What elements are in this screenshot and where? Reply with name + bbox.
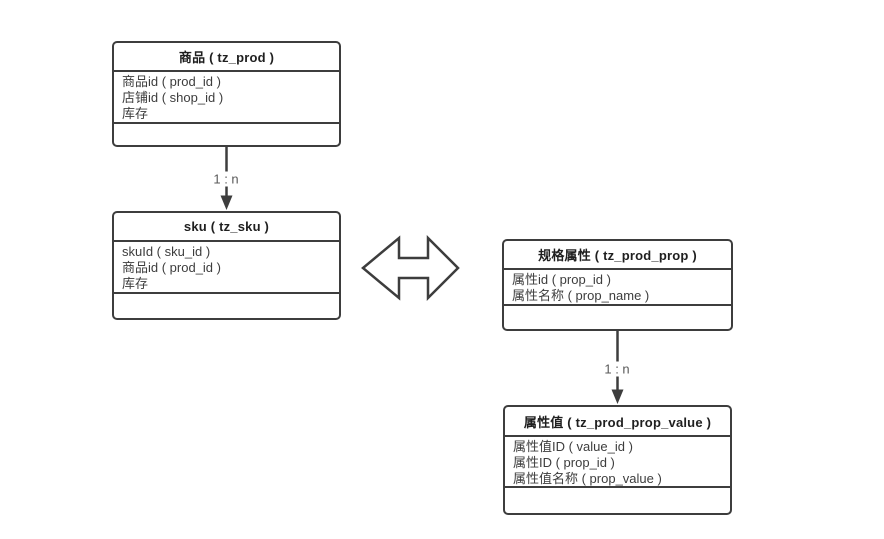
field-prod-id: 商品id ( prod_id ) bbox=[122, 260, 221, 275]
entity-prop-value-title: 属性值 ( tz_prod_prop_value ) bbox=[505, 407, 730, 437]
entity-prod-footer bbox=[114, 124, 339, 145]
field-value-id: 属性值ID ( value_id ) bbox=[513, 439, 633, 454]
entity-prop-value: 属性值 ( tz_prod_prop_value ) 属性值ID ( value… bbox=[503, 405, 732, 515]
field-prod-id: 商品id ( prod_id ) bbox=[122, 74, 221, 89]
arrowhead-down-icon bbox=[220, 195, 233, 210]
entity-prod-prop-fields: 属性id ( prop_id ) 属性名称 ( prop_name ) bbox=[504, 270, 731, 306]
entity-prod-prop: 规格属性 ( tz_prod_prop ) 属性id ( prop_id ) 属… bbox=[502, 239, 733, 331]
entity-prod-fields: 商品id ( prod_id ) 店铺id ( shop_id ) 库存 bbox=[114, 72, 339, 124]
entity-sku-title: sku ( tz_sku ) bbox=[114, 213, 339, 242]
entity-prod-prop-title: 规格属性 ( tz_prod_prop ) bbox=[504, 241, 731, 270]
field-prop-name: 属性名称 ( prop_name ) bbox=[512, 288, 650, 303]
entity-sku-footer bbox=[114, 294, 339, 318]
field-prop-id: 属性id ( prop_id ) bbox=[512, 272, 611, 287]
entity-prod-prop-footer bbox=[504, 306, 731, 329]
double-arrow-icon bbox=[361, 234, 460, 302]
entity-sku-fields: skuId ( sku_id ) 商品id ( prod_id ) 库存 bbox=[114, 242, 339, 294]
entity-prod-title: 商品 ( tz_prod ) bbox=[114, 43, 339, 72]
entity-prod: 商品 ( tz_prod ) 商品id ( prod_id ) 店铺id ( s… bbox=[112, 41, 341, 147]
edge-label-prod-sku: 1 : n bbox=[210, 171, 242, 187]
field-sku-id: skuId ( sku_id ) bbox=[122, 244, 211, 259]
field-prop-id: 属性ID ( prop_id ) bbox=[513, 455, 615, 470]
entity-sku: sku ( tz_sku ) skuId ( sku_id ) 商品id ( p… bbox=[112, 211, 341, 320]
field-stock: 库存 bbox=[122, 276, 149, 291]
entity-prop-value-footer bbox=[505, 488, 730, 513]
field-shop-id: 店铺id ( shop_id ) bbox=[122, 90, 224, 105]
field-stock: 库存 bbox=[122, 106, 149, 121]
edge-label-prodprop-propvalue: 1 : n bbox=[601, 361, 633, 377]
arrowhead-down-icon bbox=[611, 389, 624, 404]
field-prop-value: 属性值名称 ( prop_value ) bbox=[513, 471, 662, 486]
arrow-prodprop-to-propvalue bbox=[611, 331, 624, 404]
entity-prop-value-fields: 属性值ID ( value_id ) 属性ID ( prop_id ) 属性值名… bbox=[505, 437, 730, 488]
